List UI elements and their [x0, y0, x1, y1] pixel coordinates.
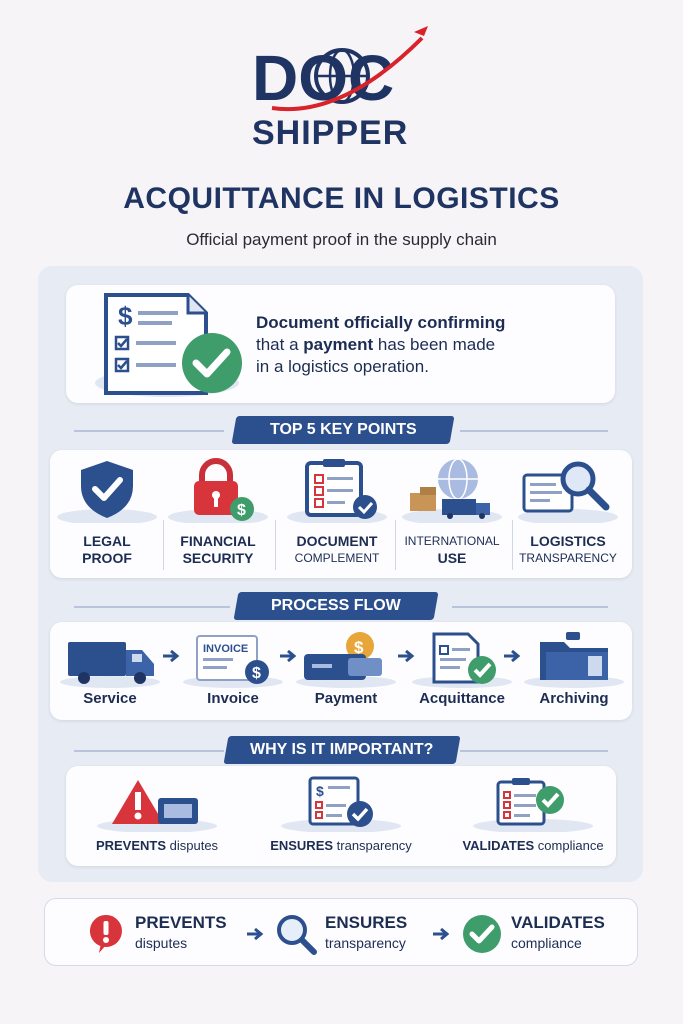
divider-left — [74, 750, 224, 752]
process-step-service: Service — [54, 628, 166, 718]
process-step-invoice: INVOICE $ Invoice — [177, 628, 289, 718]
importance-validates-compliance: VALIDATES compliance — [448, 772, 618, 862]
svg-text:$: $ — [252, 665, 261, 682]
clipboard-check-icon — [283, 455, 391, 525]
arrow-right-icon — [504, 649, 521, 663]
truck-icon — [54, 628, 166, 688]
arrow-right-icon — [398, 649, 415, 663]
process-step-acquittance: Acquittance — [406, 628, 518, 718]
separator — [395, 520, 396, 570]
importance-ensures-transparency: $ ENSURES transparency — [256, 772, 426, 862]
checklist-icon: $ — [256, 772, 426, 833]
separator — [512, 520, 513, 570]
definition-card: $ Document officially confirming that a … — [66, 285, 615, 403]
divider-right — [460, 430, 608, 432]
definition-line-1: Document officially confirming — [256, 313, 506, 332]
process-step-archiving: Archiving — [518, 628, 630, 718]
card-coin-icon: $ — [290, 628, 402, 688]
invoice-icon-text: INVOICE — [203, 643, 248, 655]
arrow-right-icon — [433, 927, 450, 941]
divider-left — [74, 606, 230, 608]
definition-line-3: in a logistics operation. — [256, 357, 429, 376]
separator — [275, 520, 276, 570]
key-points-heading: TOP 5 KEY POINTS — [231, 416, 455, 444]
padlock-dollar-icon: $ — [164, 455, 272, 525]
docshipper-logo: DOC SHIPPER — [0, 18, 683, 158]
definition-line-2: that a payment has been made — [256, 335, 496, 354]
folder-icon — [518, 628, 630, 688]
document-check-icon: $ — [92, 291, 242, 402]
process-step-payment: $ Payment — [290, 628, 402, 718]
logo-text-bottom: SHIPPER — [252, 114, 408, 152]
divider-right — [460, 750, 608, 752]
separator — [163, 520, 164, 570]
page-title: ACQUITTANCE IN LOGISTICS — [123, 182, 560, 215]
warning-icon — [72, 772, 242, 833]
clipboard-check-icon — [448, 772, 618, 833]
summary-card: PREVENTS disputes ENSURES transparency V… — [44, 898, 638, 966]
shield-check-icon — [53, 455, 161, 525]
magnifier-icon — [275, 913, 317, 955]
arrow-right-icon — [163, 649, 180, 663]
globe-truck-icon — [398, 455, 506, 525]
arrow-right-icon — [247, 927, 264, 941]
check-circle-icon — [461, 913, 503, 955]
definition-text: Document officially confirming that a pa… — [256, 312, 596, 378]
exclamation-icon — [85, 913, 127, 955]
svg-text:$: $ — [316, 783, 324, 799]
divider-left — [74, 430, 224, 432]
invoice-icon: INVOICE $ — [177, 628, 289, 688]
importance-heading: WHY IS IT IMPORTANT? — [223, 736, 461, 764]
svg-text:$: $ — [118, 301, 133, 331]
svg-text:$: $ — [237, 502, 246, 519]
arrow-right-icon — [280, 649, 297, 663]
page-subtitle: Official payment proof in the supply cha… — [186, 230, 497, 249]
divider-right — [452, 606, 608, 608]
magnifier-document-icon — [514, 455, 622, 525]
importance-prevents-disputes: PREVENTS disputes — [72, 772, 242, 862]
svg-text:$: $ — [354, 638, 364, 657]
process-flow-heading: PROCESS FLOW — [233, 592, 439, 620]
document-check-icon — [406, 628, 518, 688]
